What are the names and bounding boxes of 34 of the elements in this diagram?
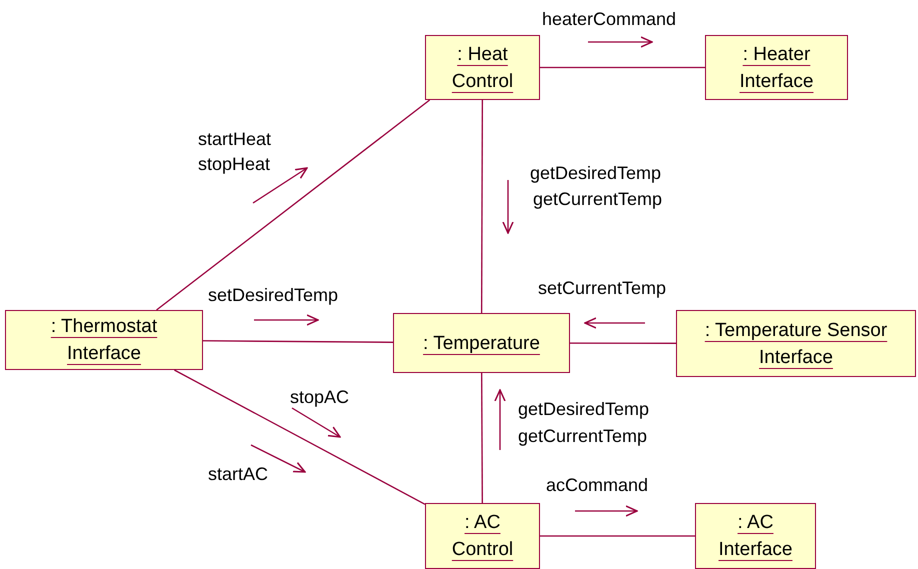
link-line — [203, 340, 393, 343]
link-line — [480, 100, 484, 313]
message-label: getCurrentTemp — [518, 425, 648, 447]
message-label: setCurrentTemp — [538, 277, 666, 299]
object-name: : Heat Control — [450, 42, 514, 94]
object-name: : AC Control — [450, 511, 514, 562]
object-box — [676, 310, 916, 377]
link-line — [156, 99, 430, 311]
message-label: startAC — [208, 463, 268, 485]
link-line — [540, 535, 695, 537]
message-label: startHeat — [198, 128, 272, 150]
link-line — [540, 66, 705, 68]
object-name: : AC Interface — [718, 511, 794, 562]
message-label: stopHeat — [198, 153, 270, 175]
message-label: heaterCommand — [542, 8, 676, 30]
object-box — [425, 35, 540, 100]
message-label: stopAC — [290, 386, 350, 408]
link-line — [570, 342, 676, 344]
object-name: : Heater Interface — [738, 42, 814, 94]
object-box — [393, 313, 570, 373]
object-name: : Thermostat Interface — [50, 315, 158, 366]
message-label: getDesiredTemp — [530, 162, 662, 184]
object-box — [705, 35, 848, 100]
message-label: getDesiredTemp — [518, 398, 650, 420]
object-box — [5, 310, 203, 370]
message-label: getCurrentTemp — [533, 188, 662, 210]
link-line — [481, 373, 483, 503]
message-label: acCommand — [546, 474, 648, 496]
link-line — [174, 369, 426, 505]
object-name: : Temperature Sensor Interface — [704, 318, 888, 370]
object-box — [425, 503, 540, 569]
message-label: setDesiredTemp — [208, 284, 338, 306]
object-box — [695, 503, 816, 569]
object-name: : Temperature — [423, 332, 540, 356]
